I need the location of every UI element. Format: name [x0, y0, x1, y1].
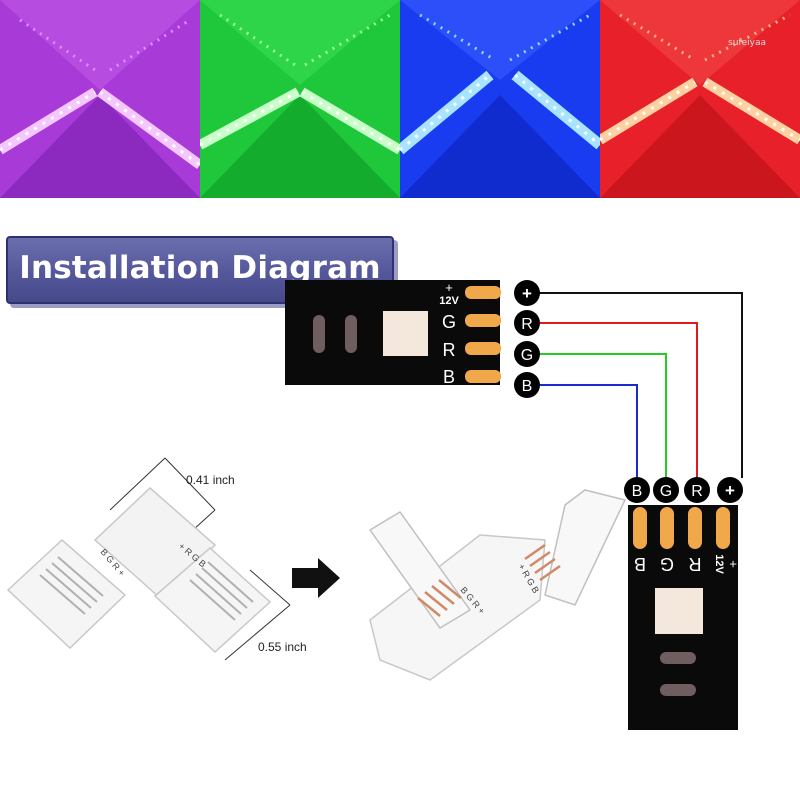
dim-line-c — [159, 509, 216, 561]
top-plus-mark: + — [445, 280, 453, 295]
led-corner-red — [600, 0, 800, 198]
top-pad-b — [465, 370, 501, 383]
dimension-lines — [109, 457, 291, 661]
top-pad-12v — [465, 286, 501, 299]
right-label-b: B — [634, 554, 646, 574]
wire-red — [527, 322, 698, 478]
top-strip-resistor-2 — [345, 315, 357, 353]
connector-clip-right — [153, 546, 272, 654]
assembled-pins-left — [417, 579, 462, 617]
right-label-r: R — [689, 554, 702, 574]
dimension-length-label: 0.55 inch — [258, 640, 307, 654]
marker-bottom-g-label: G — [660, 483, 672, 500]
right-strip-led-chip — [655, 588, 703, 634]
led-corner-purple — [0, 0, 200, 198]
marker-bottom-g — [653, 477, 679, 503]
marker-top-b-label: B — [522, 378, 533, 395]
top-pad-r — [465, 342, 501, 355]
marker-top-b — [514, 372, 540, 398]
top-label-b: B — [443, 367, 455, 387]
wire-plus — [527, 292, 743, 478]
right-pad-r — [688, 507, 702, 549]
connector-pins-left — [39, 556, 104, 615]
wires — [527, 292, 743, 478]
marker-top-g — [514, 341, 540, 367]
assembled-right-marks: + R G B — [516, 562, 541, 595]
right-pad-b — [633, 507, 647, 549]
right-label-12v: 12V — [713, 554, 725, 574]
right-label-g: G — [660, 554, 674, 574]
led-corner-blue — [400, 0, 600, 198]
marker-bottom-plus-label: + — [725, 481, 735, 500]
wire-markers-bottom: B G R + — [624, 477, 743, 503]
assembled-left-marks: B G R + — [458, 585, 486, 616]
top-label-g: G — [442, 312, 456, 332]
top-pad-g — [465, 314, 501, 327]
assembled-body — [369, 534, 546, 681]
arrow-icon — [292, 558, 340, 598]
panel-blue — [400, 0, 600, 198]
connector-right-marks: + R G B — [177, 541, 208, 569]
right-strip-pcb — [628, 505, 738, 730]
marker-top-r-label: R — [521, 316, 533, 333]
l-connector-assembled: B G R + + R G B — [368, 489, 627, 681]
connector-body-top — [93, 486, 217, 600]
watermark: sufeiyaa — [728, 38, 766, 48]
panel-red — [600, 0, 800, 198]
connector-left-marks: B G R + — [98, 547, 126, 578]
marker-bottom-plus — [717, 477, 743, 503]
right-strip-resistor-2 — [660, 684, 696, 696]
top-strip-resistor-1 — [313, 315, 325, 353]
right-pad-12v — [716, 507, 730, 549]
marker-bottom-b — [624, 477, 650, 503]
assembled-pins-right — [524, 543, 561, 582]
dimension-width-label: 0.41 inch — [186, 473, 235, 487]
right-plus-mark: + — [726, 560, 741, 568]
assembled-clip-left — [368, 511, 472, 629]
right-strip-resistor-1 — [660, 652, 696, 664]
marker-bottom-r — [684, 477, 710, 503]
marker-bottom-r-label: R — [691, 483, 703, 500]
assembled-clip-right — [544, 489, 627, 606]
right-pad-g — [660, 507, 674, 549]
installation-banner: Installation Diagram — [6, 236, 394, 304]
dim-line-b — [109, 457, 166, 511]
marker-top-plus — [514, 280, 540, 306]
marker-bottom-b-label: B — [632, 483, 643, 500]
marker-top-g-label: G — [521, 347, 533, 364]
l-connector-unassembled: B G R + + R G B — [6, 486, 272, 654]
led-corner-green — [200, 0, 400, 198]
marker-top-r — [514, 310, 540, 336]
panel-green — [200, 0, 400, 198]
wire-green — [527, 353, 667, 478]
panel-purple — [0, 0, 200, 198]
marker-top-plus-label: + — [522, 284, 532, 303]
right-led-strip: B G R 12V + — [628, 505, 741, 730]
banner-title: Installation Diagram — [19, 250, 381, 286]
top-label-12v: 12V — [439, 295, 459, 307]
connector-clip-left — [6, 538, 127, 650]
dim-line-e — [249, 569, 291, 606]
connector-pins-right — [189, 561, 254, 621]
top-strip-led-chip — [383, 311, 428, 356]
wire-markers-top: + R G B — [514, 280, 540, 398]
wire-blue — [527, 384, 638, 478]
top-label-r: R — [443, 340, 456, 360]
